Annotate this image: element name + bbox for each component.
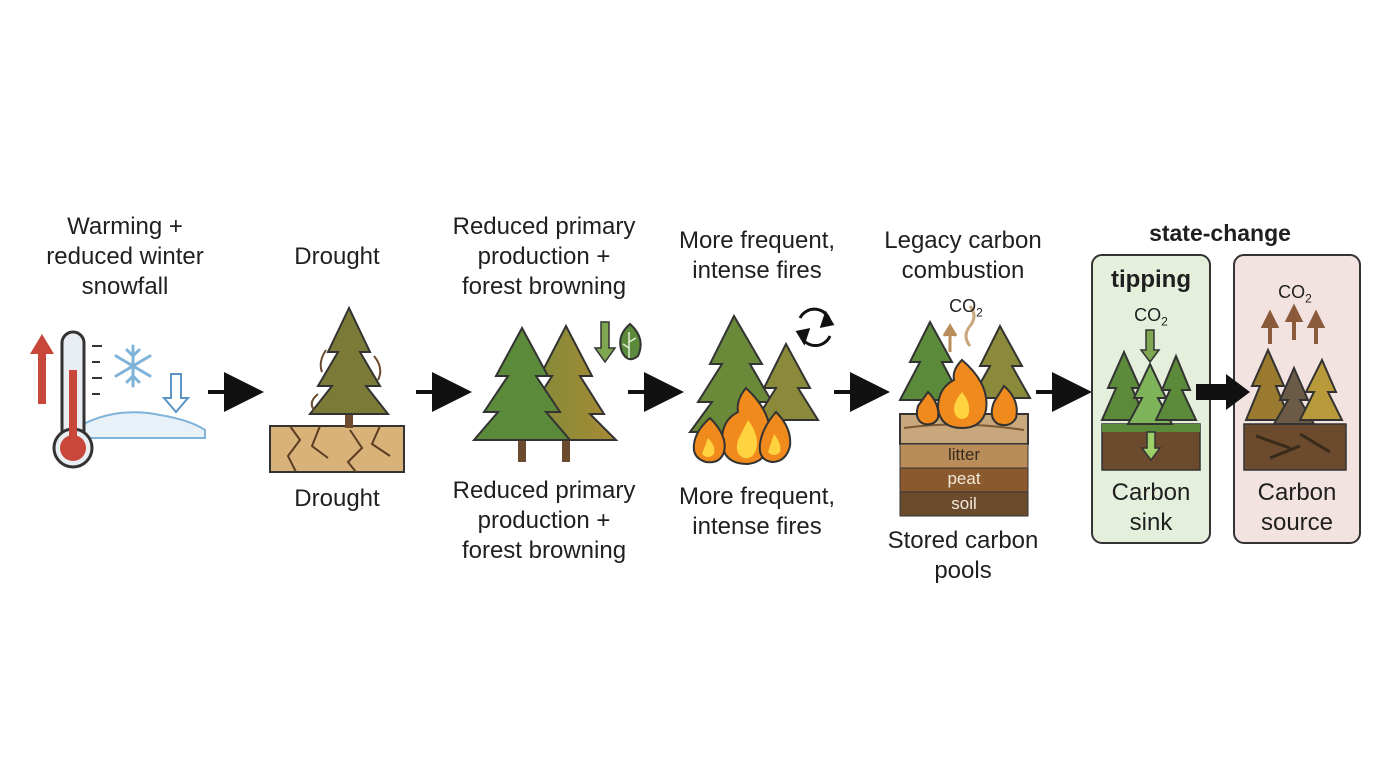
source-illustration xyxy=(1243,303,1347,471)
tipping-title: tipping xyxy=(1111,266,1191,293)
warming-label: Warming + reduced winter snowfall xyxy=(46,213,204,300)
litter-label: litter xyxy=(947,445,981,464)
down-arrow-icon xyxy=(161,373,191,414)
source-co2-label: CO2 xyxy=(1278,282,1312,306)
carbon-source-label: Carbon source xyxy=(1257,479,1337,536)
legacy-label-top: Legacy carbon combustion xyxy=(884,227,1042,284)
drought-label-bottom: Drought xyxy=(294,485,380,512)
down-arrow-icon xyxy=(593,321,617,364)
leaf-icon xyxy=(619,322,642,361)
peat-label: peat xyxy=(947,469,981,488)
cycle-icon xyxy=(795,307,835,347)
fires-label-top: More frequent, intense fires xyxy=(678,227,836,284)
fires-illustration xyxy=(688,307,835,466)
browning-label-bottom: Reduced primary production + forest brow… xyxy=(452,477,636,564)
warming-illustration xyxy=(30,330,206,469)
drought-label-top: Drought xyxy=(294,243,380,270)
sink-illustration xyxy=(1100,329,1201,471)
legacy-label-bottom: Stored carbon pools xyxy=(887,527,1039,584)
fires-label-bottom: More frequent, intense fires xyxy=(678,483,836,540)
browning-illustration xyxy=(471,321,642,462)
legacy-illustration xyxy=(898,305,1032,517)
fire-icon xyxy=(915,358,1018,430)
browning-label-top: Reduced primary production + forest brow… xyxy=(452,213,636,300)
up-arrow-icon xyxy=(30,334,54,404)
state-change-title: state-change xyxy=(1149,220,1291,246)
transition-arrow xyxy=(1196,374,1250,410)
snowflake-icon xyxy=(114,344,152,388)
sink-co2-label: CO2 xyxy=(1134,305,1168,329)
soil-label: soil xyxy=(951,494,977,513)
drought-illustration xyxy=(269,305,405,473)
legacy-co2-label: CO2 xyxy=(949,296,983,320)
carbon-sink-label: Carbon sink xyxy=(1111,479,1191,536)
fire-icon xyxy=(692,386,792,466)
snow-drift xyxy=(69,411,206,439)
thermometer-icon xyxy=(52,330,102,469)
